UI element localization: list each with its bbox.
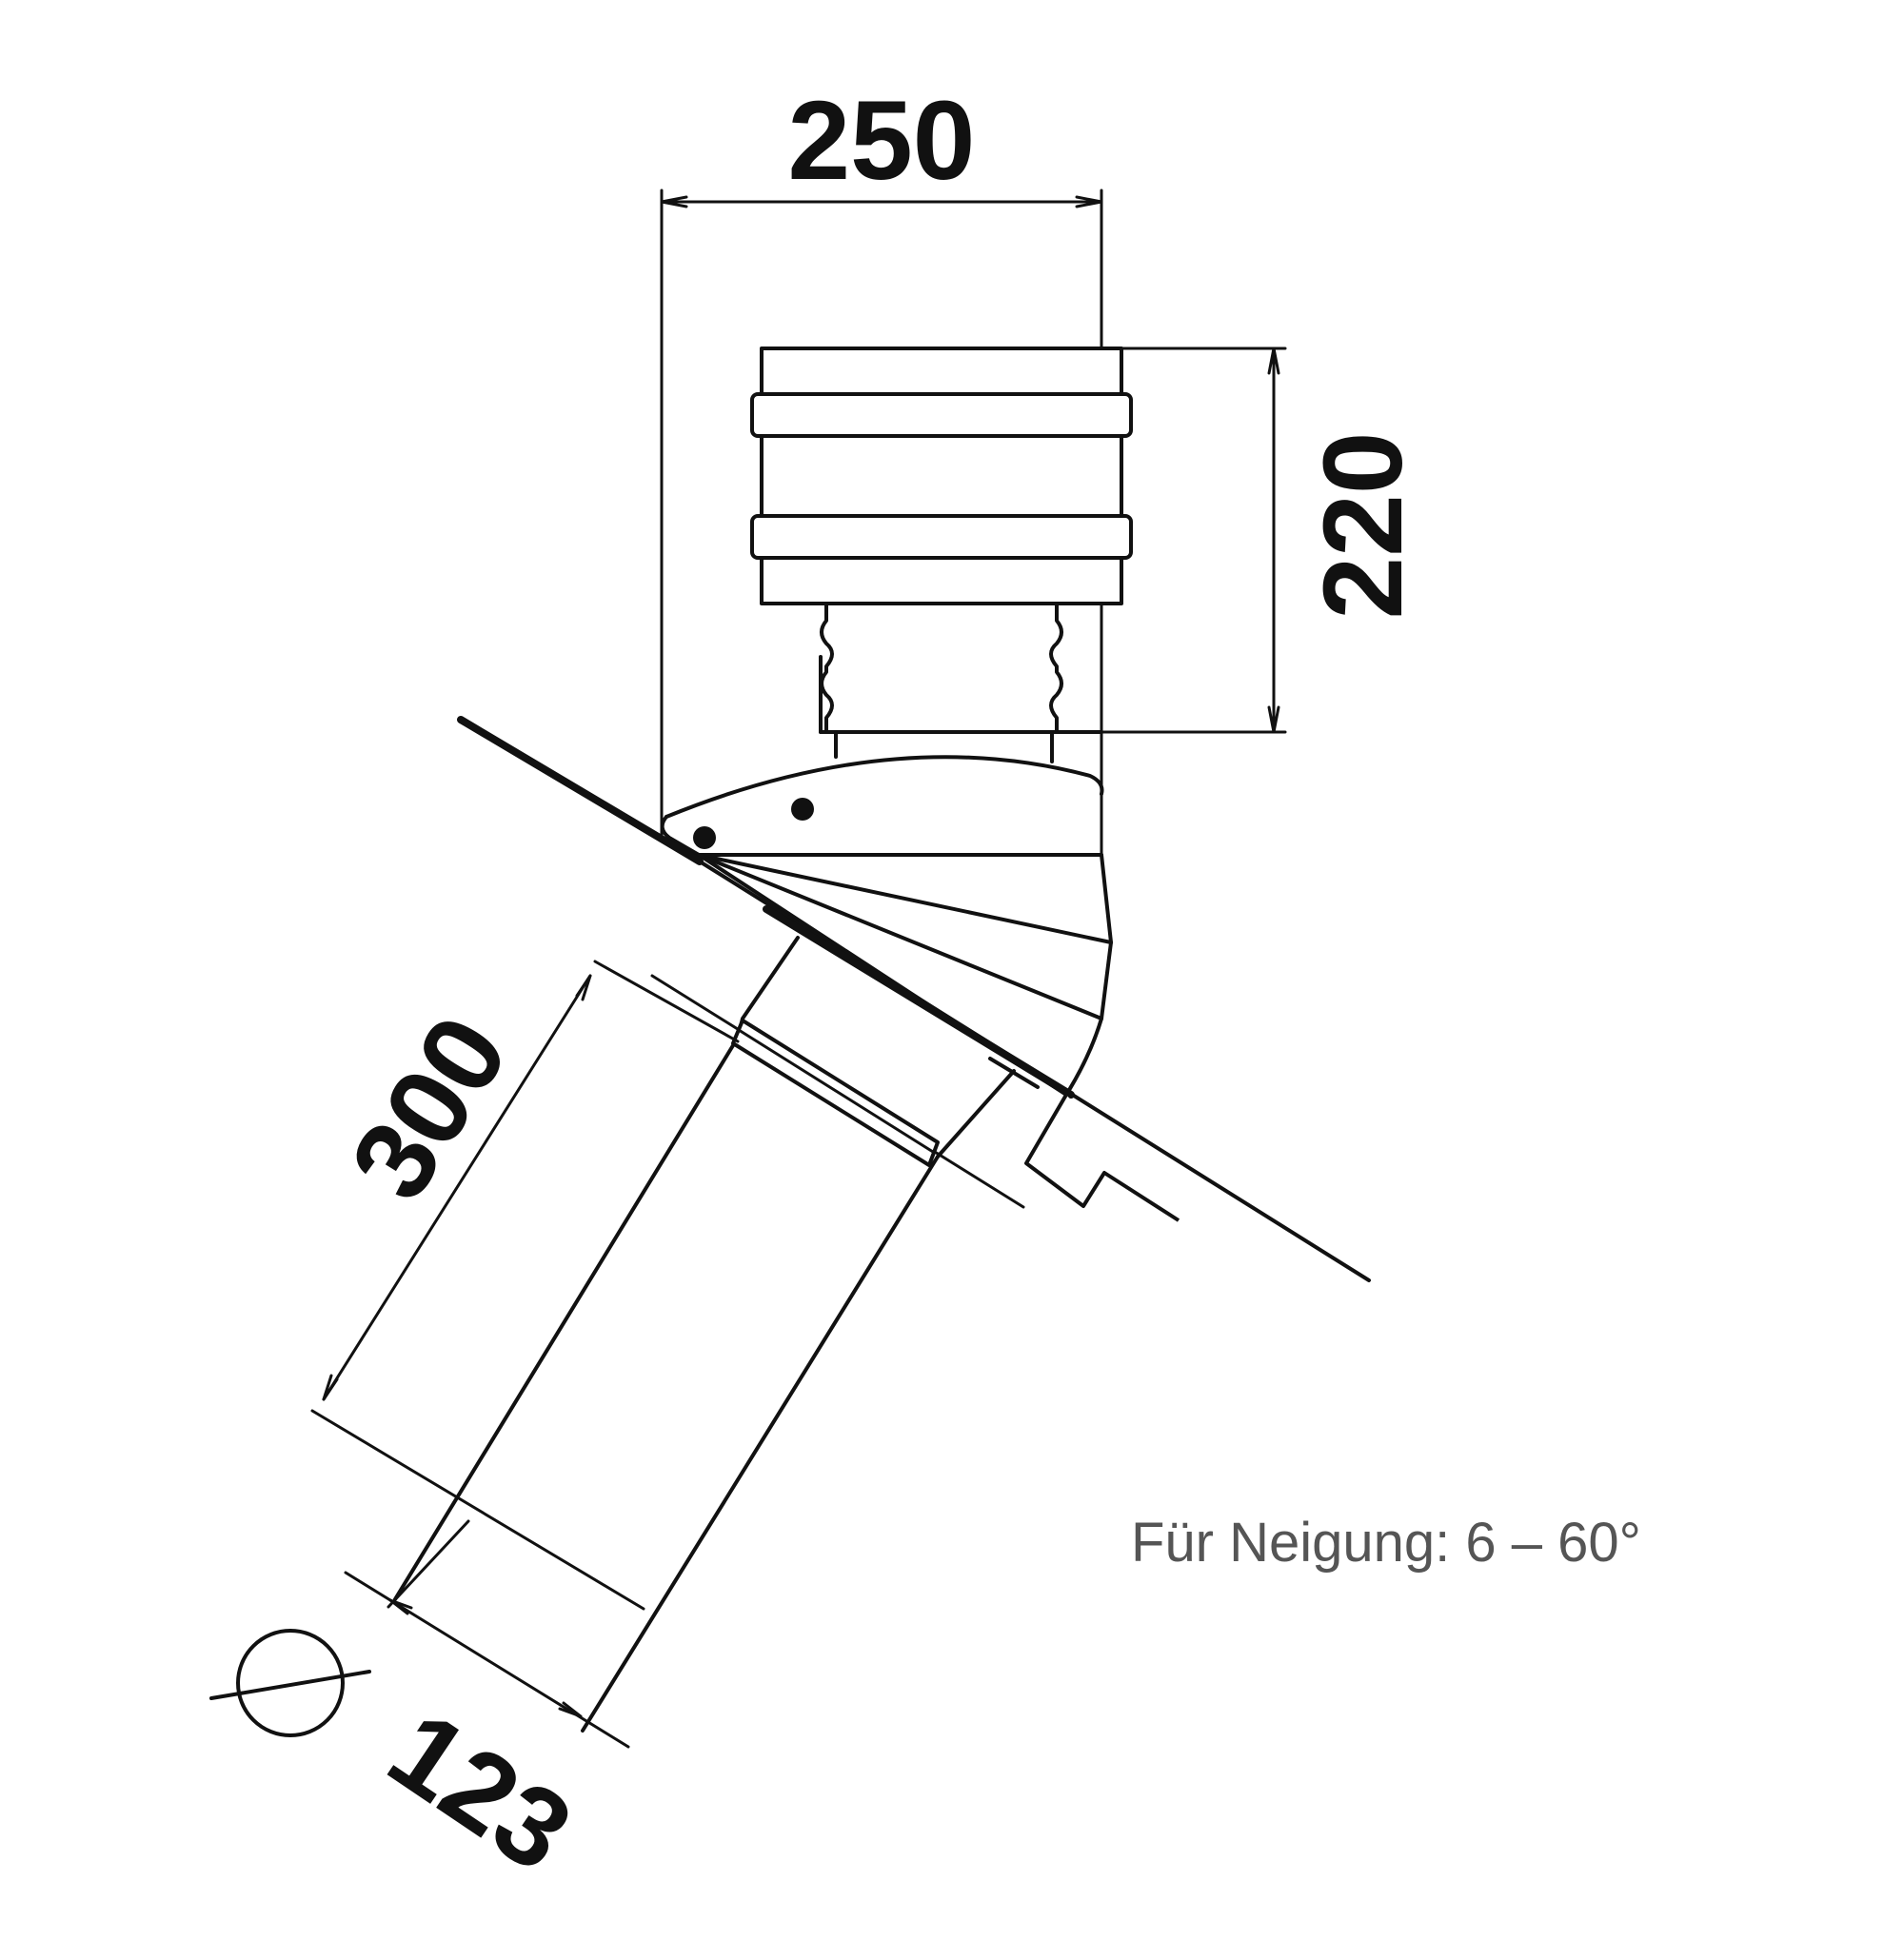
roof-flashing — [1024, 1093, 1180, 1222]
roof-collar — [660, 755, 1104, 857]
diameter-symbol — [209, 1629, 371, 1737]
vertical-pipe — [750, 347, 1133, 763]
diameter-dimension: 123 — [209, 1519, 630, 1896]
width-dimension: 250 — [660, 78, 1103, 859]
slope-note: Für Neigung: 6 – 60° — [1131, 1512, 1641, 1574]
collar-rivet — [791, 798, 814, 821]
upper-clamp-band — [750, 392, 1133, 438]
length-dimension: 300 — [310, 960, 740, 1611]
roof-surface — [457, 716, 1371, 1282]
diameter-dimension-label: 123 — [367, 1687, 593, 1896]
lower-clamp-band — [750, 514, 1133, 560]
collar-rivet — [693, 826, 716, 849]
length-dimension-label: 300 — [327, 995, 532, 1220]
width-dimension-label: 250 — [788, 78, 976, 204]
height-dimension-label: 220 — [1300, 432, 1426, 620]
outlet-pipe — [393, 936, 1025, 1733]
